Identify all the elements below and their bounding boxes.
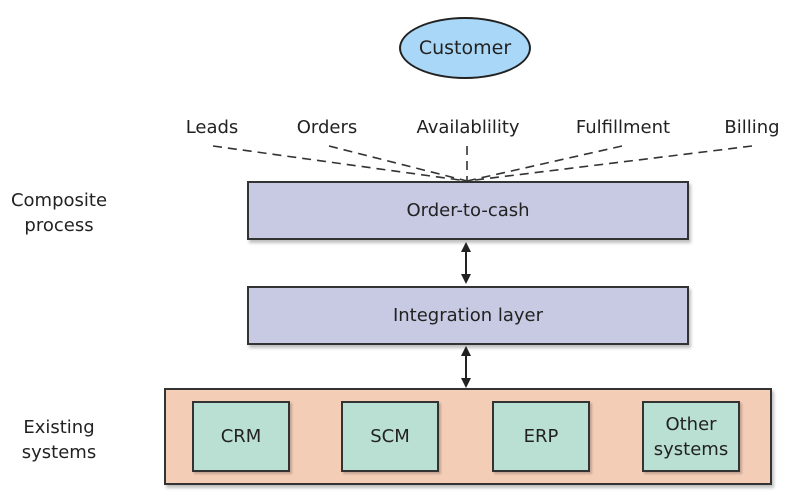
arrowhead-down-1	[461, 274, 471, 284]
integration-layer-box: Integration layer	[247, 286, 689, 345]
integration-layer-label: Integration layer	[392, 305, 544, 326]
stream-label-fulfillment: Fulfillment	[575, 117, 671, 138]
system-box-scm: SCM	[341, 401, 439, 472]
system-box-erp: ERP	[492, 401, 590, 472]
system-label-crm: CRM	[220, 426, 262, 447]
stream-label-billing: Billing	[724, 117, 780, 138]
system-box-other: Other systems	[642, 401, 740, 472]
order-to-cash-box: Order-to-cash	[247, 181, 689, 240]
existing-systems-label: Existing systems	[21, 417, 97, 463]
arrowhead-up-2	[461, 346, 471, 356]
customer-node: Customer	[399, 17, 531, 79]
fulfillment-connector	[466, 145, 623, 182]
stream-label-orders: Orders	[296, 117, 358, 138]
system-label-erp: ERP	[523, 426, 559, 447]
arrowhead-down-2	[461, 378, 471, 388]
orders-connector	[328, 145, 468, 182]
system-label-scm: SCM	[370, 426, 410, 447]
stream-label-availability: Availablility	[416, 117, 520, 138]
order-to-cash-label: Order-to-cash	[406, 200, 530, 221]
leads-connector	[212, 145, 468, 182]
billing-connector	[466, 145, 753, 182]
system-label-other: Other systems	[653, 413, 729, 460]
stream-label-leads: Leads	[185, 117, 239, 138]
arrowhead-up-1	[461, 242, 471, 252]
system-box-crm: CRM	[192, 401, 290, 472]
customer-label: Customer	[418, 37, 512, 59]
composite-process-label: Composite process	[10, 190, 108, 236]
